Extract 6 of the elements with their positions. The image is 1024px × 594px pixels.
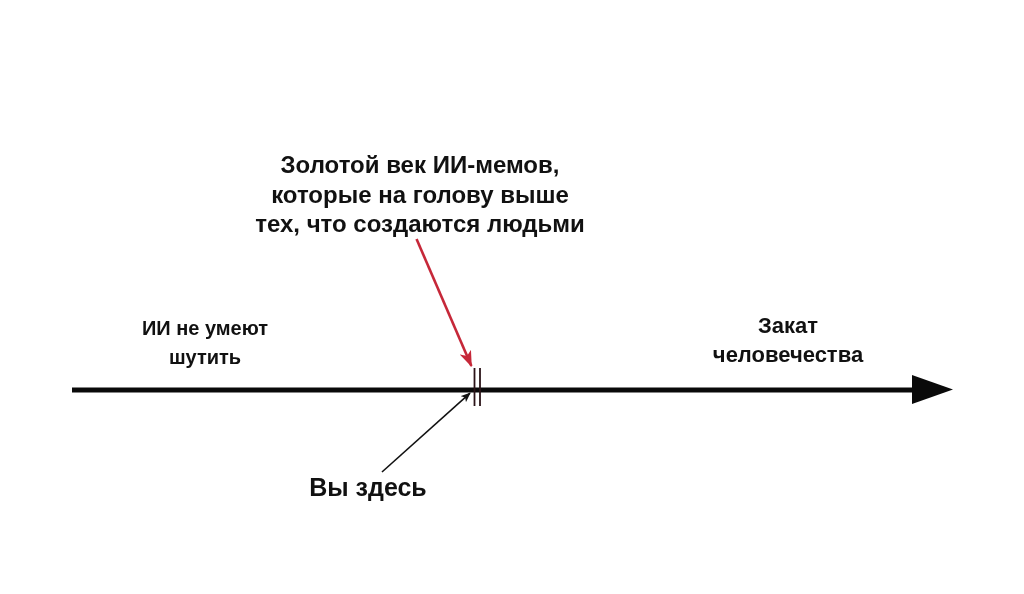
pointer-label: Вы здесь bbox=[298, 472, 438, 502]
timeline-label: ИИ не умеют шутить bbox=[140, 316, 270, 370]
annotation-text: Золотой век ИИ-мемов, которые на голову выше тех, что создаются людьми bbox=[247, 150, 593, 239]
timeline-label: Закат человечества bbox=[711, 312, 865, 369]
arrow bbox=[415, 238, 473, 367]
arrow bbox=[381, 392, 471, 473]
